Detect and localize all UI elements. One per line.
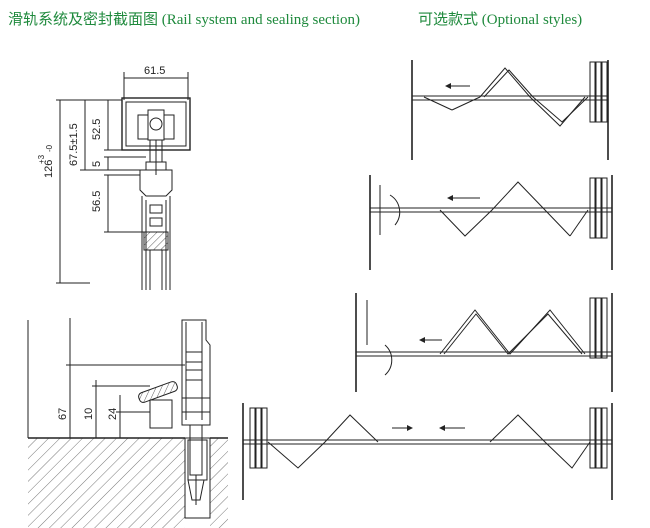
rail-section-top — [56, 72, 191, 290]
dim-total-height-tol-sup: +3 — [37, 154, 46, 164]
dim-total-height: 126 — [43, 160, 55, 178]
dim-bottom-a: 10 — [83, 408, 95, 420]
style-3-swing-door-right — [355, 293, 613, 392]
dim-bottom-b: 24 — [107, 408, 119, 420]
dim-rail-width: 61.5 — [144, 65, 165, 77]
dim-bottom-total: 67 — [57, 408, 69, 420]
style-2-swing-door-left — [369, 175, 613, 270]
dim-rail-inner: 52.5 — [91, 119, 103, 140]
style-4-bi-parting — [242, 403, 613, 500]
diagram-title-right: 可选款式 (Optional styles) — [418, 12, 583, 28]
dim-rail-body: 67.5±1.5 — [68, 123, 80, 166]
diagram-title-left: 滑轨系统及密封截面图 (Rail system and sealing sect… — [8, 12, 361, 28]
dim-total-height-tol-sub: -0 — [45, 144, 54, 152]
style-1-centre-folding — [411, 60, 609, 160]
floor-seal-section — [27, 318, 228, 528]
dim-gap: 5 — [91, 161, 103, 167]
dim-hang: 56.5 — [91, 191, 103, 212]
